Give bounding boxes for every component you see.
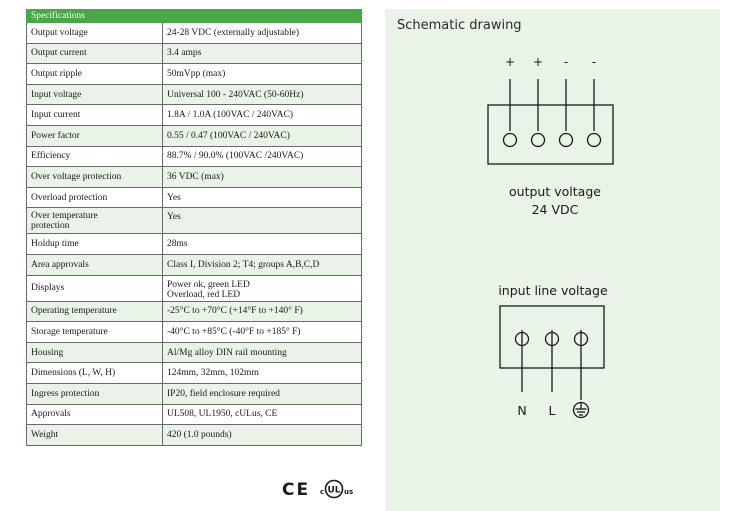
- spec-value: Power ok, green LED Overload, red LED: [161, 274, 363, 302]
- input-caption: input line voltage: [498, 283, 608, 298]
- ul-mark: UL: [327, 486, 340, 496]
- spec-value: 24-28 VDC (externally adjustable): [161, 22, 363, 44]
- spec-label: Storage temperature: [26, 321, 163, 343]
- spec-label: Area approvals: [26, 253, 163, 276]
- input-wires: [521, 330, 582, 400]
- spec-value: Universal 100 - 240VAC (50-60Hz): [161, 83, 363, 106]
- output-block-housing: [487, 104, 614, 165]
- spec-label: Housing: [26, 341, 163, 364]
- output-caption-line1: output voltage: [509, 184, 601, 199]
- spec-row: Dimensions (L, W, H)124mm, 32mm, 102mm: [26, 362, 363, 384]
- spec-value: Al/Mg alloy DIN rail mounting: [161, 341, 363, 364]
- spec-value: 420 (1.0 pounds): [161, 424, 363, 446]
- output-terminal-labels: + + - -: [505, 55, 596, 69]
- ground-symbol-icon: [572, 401, 590, 419]
- spec-label: Ingress protection: [26, 382, 163, 405]
- ul-us-mark: us: [344, 488, 353, 496]
- schematic-panel: Schematic drawing + + - - output vol: [385, 9, 720, 511]
- schematic-title: Schematic drawing: [397, 18, 522, 33]
- spec-row: Operating temperature-25°C to +70°C (+14…: [26, 300, 363, 323]
- spec-value: Yes: [161, 207, 363, 235]
- certification-marks: CE c UL us: [282, 478, 362, 500]
- ce-mark: CE: [282, 480, 310, 500]
- output-wires: [509, 79, 595, 131]
- schematic-diagram: + + - - output voltage 24 VDC input line…: [487, 55, 614, 419]
- spec-label: Weight: [26, 424, 163, 446]
- spec-label: Displays: [26, 274, 163, 302]
- spec-value: Yes: [161, 186, 363, 209]
- output-terminal-block: [487, 79, 614, 165]
- spec-label: Output current: [26, 42, 163, 65]
- input-terminal-block: [499, 305, 605, 419]
- spec-value: 88.7% / 90.0% (100VAC /240VAC): [161, 145, 363, 168]
- spec-label: Operating temperature: [26, 300, 163, 323]
- output-caption-line2: 24 VDC: [532, 202, 579, 217]
- spec-label: Output ripple: [26, 63, 163, 85]
- spec-value: -25°C to +70°C (+14°F to +140° F): [161, 300, 363, 323]
- spec-label: Overload protection: [26, 186, 163, 209]
- spec-value: 28ms: [161, 233, 363, 255]
- specifications-header-row: Specifications: [25, 9, 363, 23]
- spec-label: Input current: [26, 104, 163, 126]
- specifications-header: Specifications: [25, 9, 363, 23]
- ul-c-mark: c: [320, 488, 324, 496]
- certification-logos: CE c UL us: [282, 479, 353, 500]
- output-terminal-2-label: +: [533, 55, 543, 69]
- spec-label: Over voltage protection: [26, 166, 163, 188]
- input-terminal-n-label: N: [517, 403, 526, 418]
- spec-label: Approvals: [26, 403, 163, 426]
- spec-value: IP20, field enclosure required: [161, 382, 363, 405]
- spec-value: 124mm, 32mm, 102mm: [161, 362, 363, 384]
- output-terminal-4-label: -: [592, 55, 596, 69]
- input-terminal-l-label: L: [549, 403, 556, 418]
- spec-value: -40°C to +85°C (-40°F to +185° F): [161, 321, 363, 343]
- output-terminal-1-label: +: [505, 55, 515, 69]
- ul-circle-icon: [324, 479, 344, 499]
- spec-row: Storage temperature-40°C to +85°C (-40°F…: [26, 321, 363, 343]
- spec-label: Efficiency: [26, 145, 163, 168]
- output-terminal-3-label: -: [564, 55, 568, 69]
- spec-label: Dimensions (L, W, H): [26, 362, 163, 384]
- spec-value: Class I, Division 2; T4; groups A,B,C,D: [161, 253, 363, 276]
- spec-value: 1.8A / 1.0A (100VAC / 240VAC): [161, 104, 363, 126]
- spec-value: 0.55 / 0.47 (100VAC / 240VAC): [161, 124, 363, 147]
- spec-value: 50mVpp (max): [161, 63, 363, 85]
- spec-value: 36 VDC (max): [161, 166, 363, 188]
- spec-label: Holdup time: [26, 233, 163, 255]
- spec-value: 3.4 amps: [161, 42, 363, 65]
- spec-label: Output voltage: [26, 22, 163, 44]
- output-terminal-screws: [502, 132, 602, 148]
- spec-label: Input voltage: [26, 83, 163, 106]
- spec-value: UL508, UL1950, cULus, CE: [161, 403, 363, 426]
- spec-label: Over temperature protection: [26, 207, 163, 235]
- spec-label: Power factor: [26, 124, 163, 147]
